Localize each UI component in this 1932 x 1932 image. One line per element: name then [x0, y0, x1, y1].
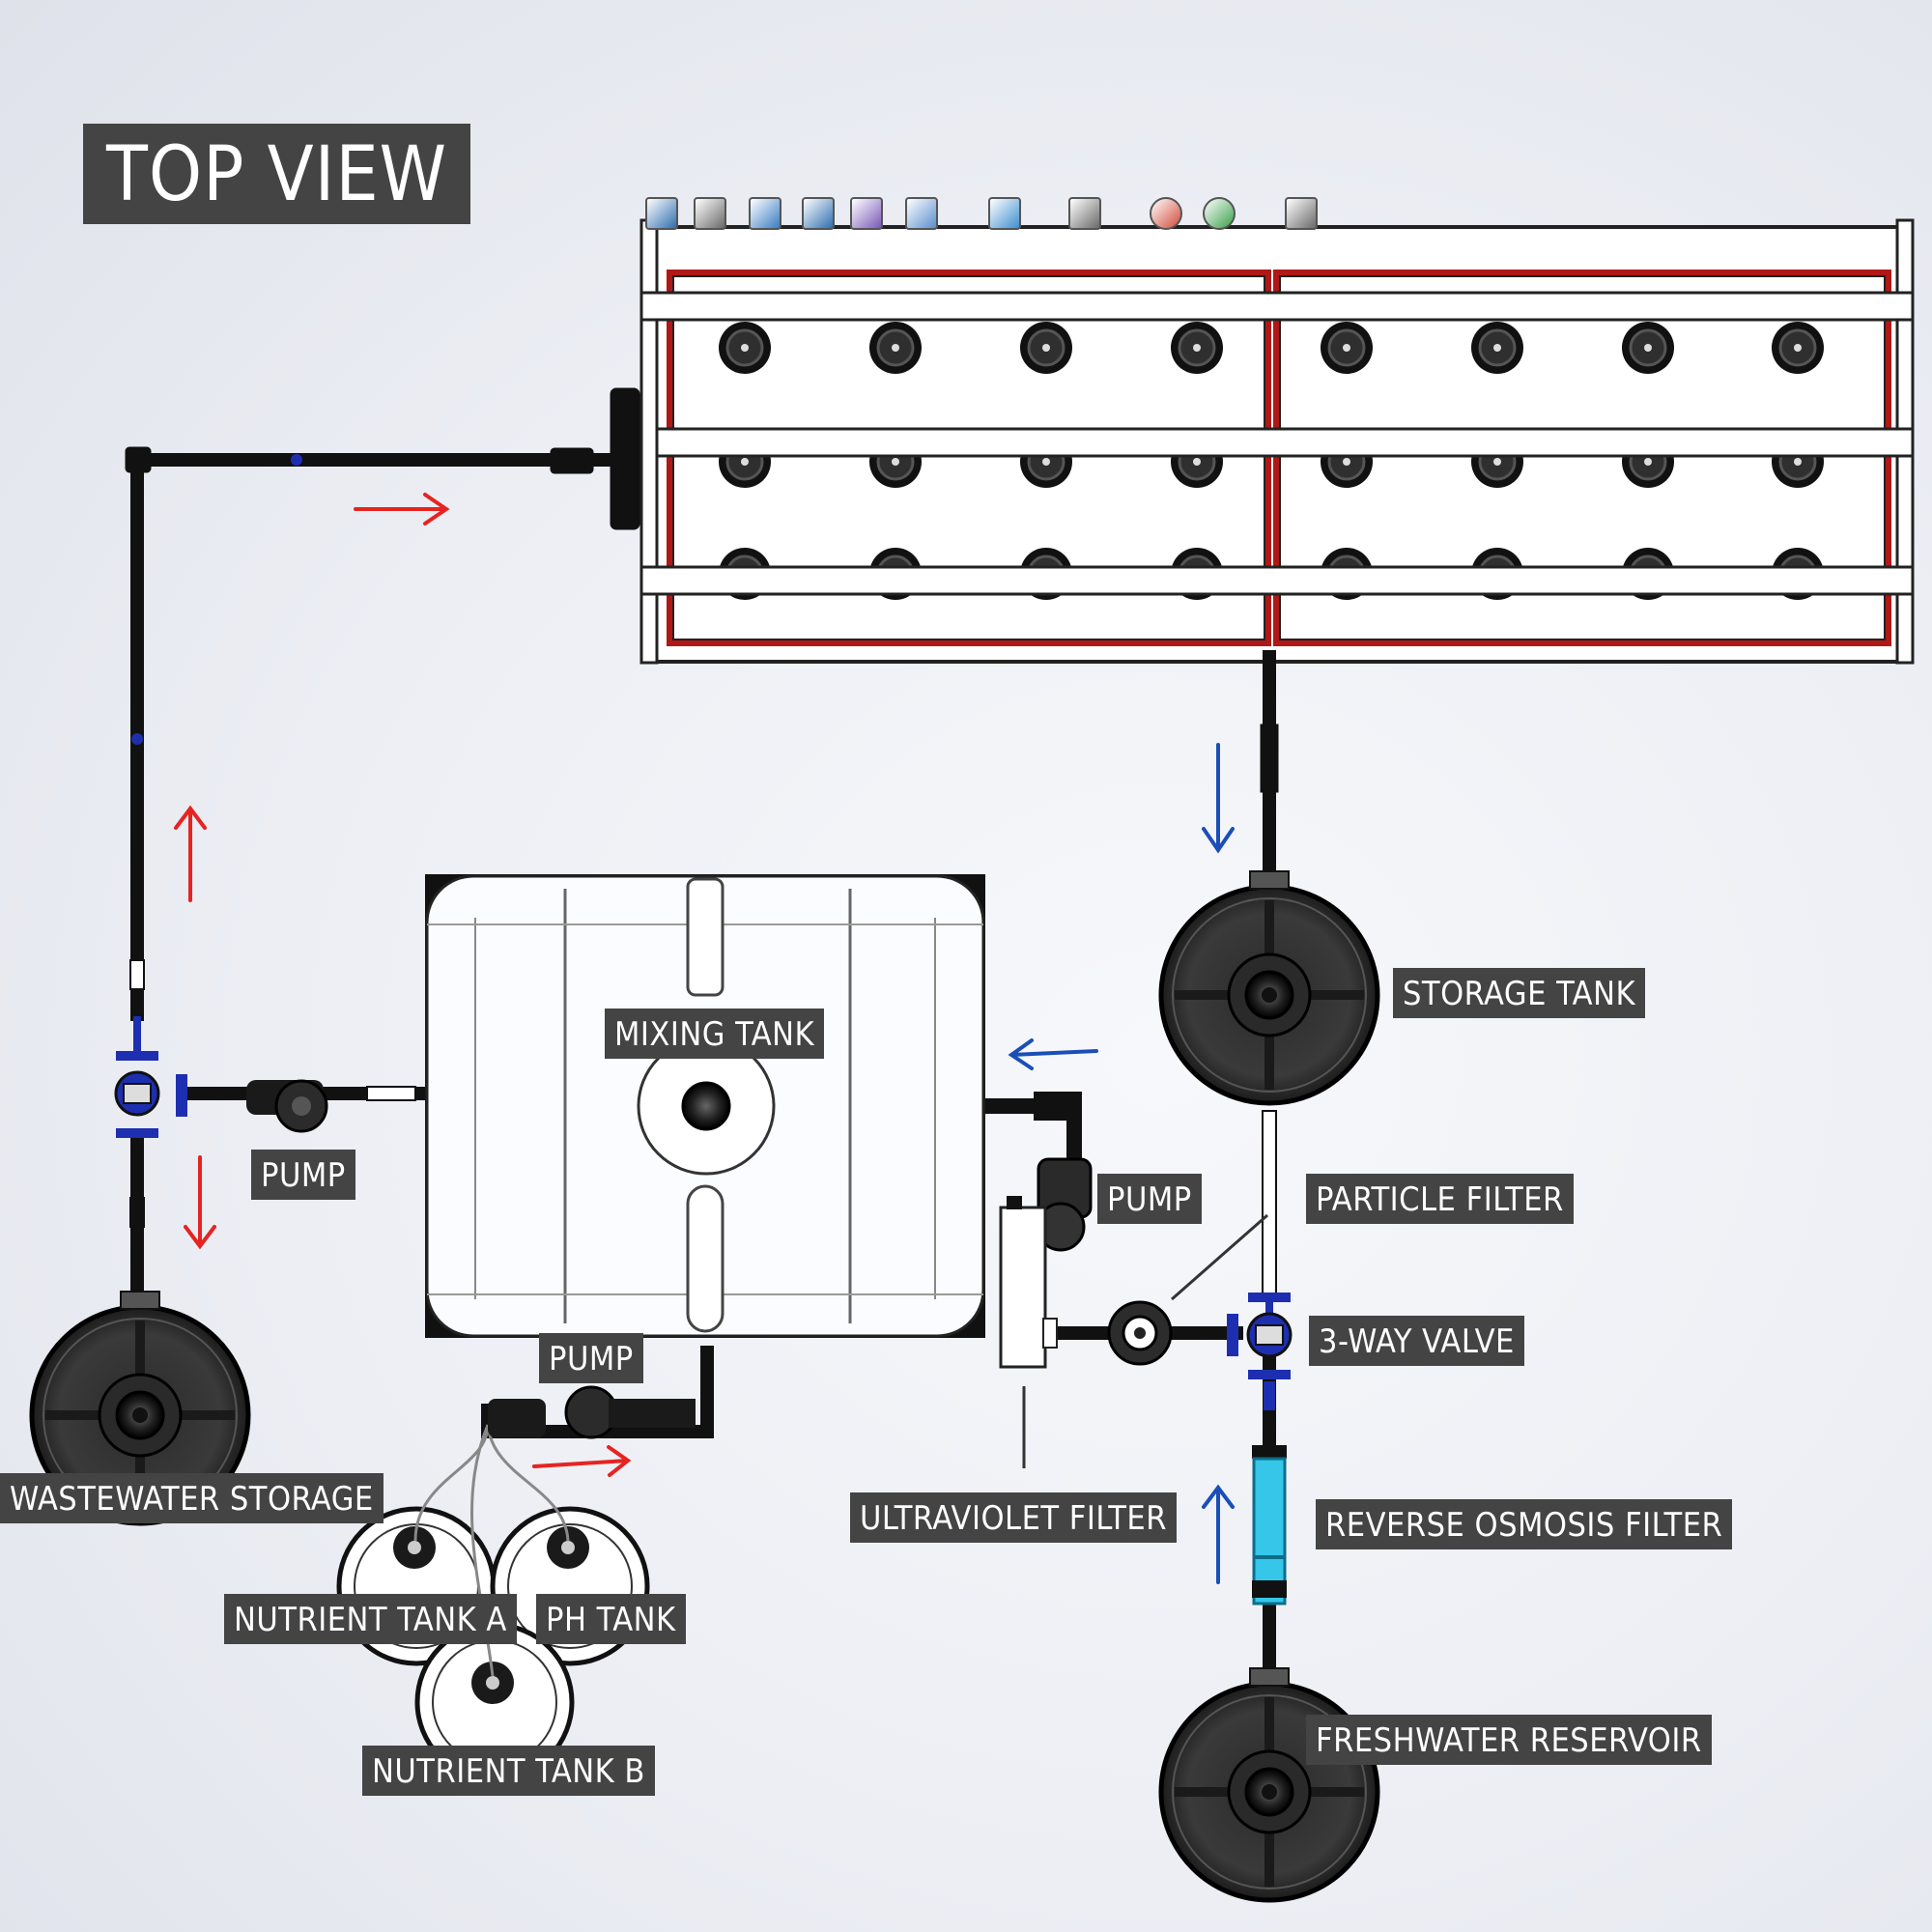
label-reverse-osmosis-filter: REVERSE OSMOSIS FILTER [1316, 1499, 1733, 1549]
section-view-icon[interactable] [802, 197, 835, 230]
net-pot [1020, 322, 1072, 374]
label-particle-filter: PARTICLE FILTER [1306, 1174, 1574, 1224]
edit-appearance-icon[interactable] [1150, 197, 1182, 230]
previous-view-icon[interactable] [749, 197, 781, 230]
label-nutrient-tank-a: NUTRIENT TANK A [224, 1594, 517, 1644]
label-storage-tank: STORAGE TANK [1393, 968, 1645, 1018]
label-wastewater-storage: WASTEWATER STORAGE [0, 1473, 384, 1523]
label-ph-tank: PH TANK [536, 1594, 686, 1644]
label-3-way-valve: 3-WAY VALVE [1309, 1316, 1524, 1366]
mixing-tank [425, 874, 985, 1338]
wastewater-storage-tank [29, 1291, 251, 1526]
net-pot [1321, 322, 1373, 374]
zoom-to-area-icon[interactable] [694, 197, 726, 230]
net-pot [719, 322, 771, 374]
page-title: TOP VIEW [83, 124, 471, 224]
net-pot [869, 322, 922, 374]
left-pump [246, 1079, 328, 1133]
label-pump-left: PUMP [251, 1150, 355, 1200]
ultraviolet-filter-unit [999, 1196, 1058, 1369]
label-pump-right: PUMP [1097, 1174, 1202, 1224]
display-style-icon[interactable] [988, 197, 1021, 230]
right-3-way-valve [1227, 1293, 1293, 1410]
view-settings-icon[interactable] [1285, 197, 1318, 230]
apply-scene-icon[interactable] [1203, 197, 1236, 230]
label-pump-bottom: PUMP [539, 1333, 643, 1383]
net-pot [1471, 322, 1523, 374]
hide-show-icon[interactable] [1068, 197, 1101, 230]
label-mixing-tank: MIXING TANK [605, 1009, 825, 1059]
leader-lines [1022, 1213, 1268, 1468]
particle-filter-unit [1107, 1300, 1173, 1366]
net-pot [1171, 322, 1223, 374]
net-pot [1622, 322, 1674, 374]
label-nutrient-tank-b: NUTRIENT TANK B [362, 1746, 655, 1796]
dynamic-annotation-icon[interactable] [850, 197, 883, 230]
storage-tank [1158, 870, 1380, 1106]
dosing-tanks [336, 1385, 696, 1782]
net-pots [639, 322, 1915, 600]
label-freshwater-reservoir: FRESHWATER RESERVOIR [1306, 1715, 1712, 1765]
net-pot [1772, 322, 1824, 374]
left-3-way-valve [114, 1016, 187, 1138]
view-orientation-icon[interactable] [905, 197, 938, 230]
flow-arrows [174, 493, 1235, 1584]
freshwater-reservoir-tank [1158, 1667, 1380, 1903]
right-pump [1034, 1092, 1093, 1252]
grow-bed [639, 218, 1915, 665]
label-ultraviolet-filter: ULTRAVIOLET FILTER [850, 1492, 1178, 1543]
reverse-osmosis-filter-unit [1252, 1445, 1287, 1605]
zoom-to-fit-icon[interactable] [645, 197, 678, 230]
